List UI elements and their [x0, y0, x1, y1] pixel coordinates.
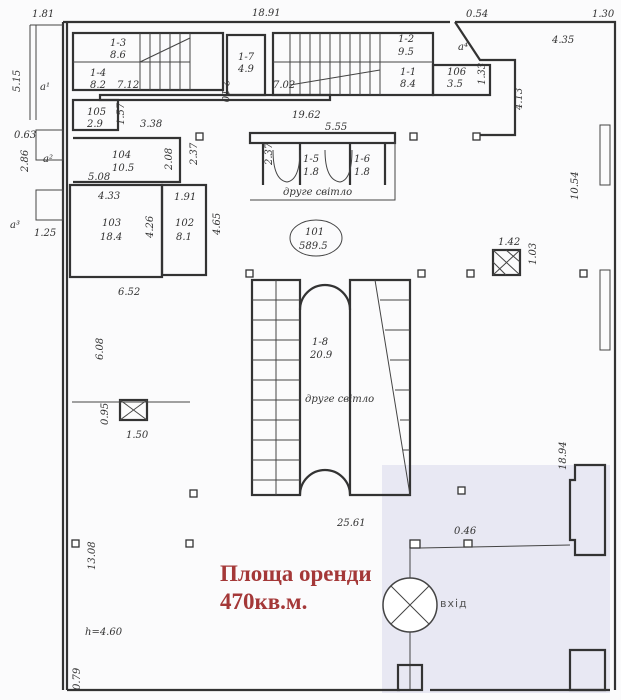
plan-label: 1.33 [477, 63, 488, 85]
plan-label: 0.46 [454, 526, 477, 537]
plan-label: 7.02 [273, 80, 295, 91]
plan-label: 4.35 [551, 35, 574, 46]
plan-label: 6.52 [118, 287, 140, 298]
plan-label: a⁴ [458, 42, 468, 53]
plan-label: 5.55 [325, 122, 347, 133]
plan-label: 4.26 [145, 215, 156, 239]
room-id: 104 [112, 150, 131, 161]
plan-label: 5.08 [88, 172, 110, 183]
plan-label: 7.12 [117, 80, 139, 91]
rental-highlight-area [382, 465, 610, 693]
plan-label: 2.37 [264, 142, 275, 166]
plan-label: 1.42 [498, 237, 520, 248]
plan-label: 4.13 [514, 88, 525, 111]
central-stairs [250, 278, 412, 497]
room-id: 105 [87, 107, 106, 118]
plan-label: 25.61 [336, 518, 366, 529]
room-id: 1-7 [238, 52, 255, 63]
room-id: 101 [305, 227, 324, 238]
plan-label: 1.30 [592, 9, 615, 20]
room-area: 1.8 [354, 167, 370, 178]
plan-label: 0.79 [72, 667, 83, 690]
room-id: 1-1 [400, 67, 416, 78]
room-id: 106 [447, 67, 467, 78]
plan-label: a³ [10, 220, 20, 231]
room-id: 103 [102, 218, 121, 229]
room-area: 8.1 [176, 232, 192, 243]
plan-label: 10.54 [570, 171, 581, 200]
plan-label: 13.08 [87, 541, 98, 570]
right-wall-details [419, 124, 611, 692]
plan-label: 2.10 [219, 79, 230, 103]
entrance-label: вхід [440, 597, 468, 610]
plan-label: 18.91 [252, 8, 281, 19]
room-area: 1.8 [303, 167, 319, 178]
plan-label: 19.62 [292, 110, 321, 121]
room-id: 1-6 [354, 154, 371, 165]
rent-area-value: 470кв.м. [220, 589, 308, 614]
room-area: 18.4 [100, 232, 122, 243]
plan-label: 0.54 [466, 9, 488, 20]
room-area: 20.9 [309, 350, 333, 361]
plan-label: 1.50 [126, 430, 149, 441]
plan-label: 2.37 [189, 142, 200, 166]
plan-label: 18.94 [558, 441, 569, 470]
columns [71, 132, 588, 549]
plan-label: 1.81 [32, 9, 54, 20]
plan-label: 4.33 [97, 191, 120, 202]
room-area: 8.2 [90, 80, 106, 91]
room-area: 2.9 [86, 119, 104, 130]
plan-label: 1.57 [116, 102, 127, 125]
room-id: 1-8 [312, 337, 328, 348]
room-area: 8.6 [110, 50, 127, 61]
plan-label: 1.03 [528, 243, 539, 265]
axis-labels: a¹ a² a³ a⁴ [10, 42, 468, 231]
room-area: 4.9 [237, 64, 255, 75]
room-area: 589.5 [299, 241, 328, 252]
dimension-labels: 1.81 18.91 0.54 1.30 4.35 5.15 2.10 7.12… [12, 8, 615, 690]
plan-label: 1.25 [34, 228, 56, 239]
room-area: 3.5 [447, 79, 463, 90]
plan-label: 6.08 [95, 338, 106, 360]
plan-label: 2.86 [20, 149, 31, 173]
room-area: 8.4 [400, 79, 416, 90]
second-light-label: друге світло [283, 187, 352, 198]
room-id: 1-3 [110, 38, 126, 49]
plan-label: 0.63 [14, 130, 36, 141]
plan-label: a¹ [40, 82, 50, 93]
room-id: 1-2 [398, 34, 414, 45]
plan-label: 1.91 [174, 192, 196, 203]
rent-area-label: Площа оренди [220, 561, 372, 586]
plan-label: 4.65 [212, 213, 223, 236]
plan-label: 5.15 [12, 70, 23, 92]
entrance-door-icon[interactable] [382, 548, 438, 692]
second-light-label: друге світло [305, 394, 374, 405]
room-area: 10.5 [112, 163, 134, 174]
plan-label: h=4.60 [85, 627, 123, 638]
plan-label: 3.38 [140, 119, 162, 130]
room-id: 1-4 [90, 68, 106, 79]
room-labels: 1-38.6 1-48.2 1-74.9 1-29.5 1-18.4 1063.… [86, 34, 467, 405]
top-rooms [68, 21, 517, 279]
plan-label: 2.08 [164, 148, 175, 171]
plan-label: 0.95 [100, 403, 111, 425]
room-id: 102 [175, 218, 194, 229]
plan-label: a² [43, 154, 53, 165]
room-area: 9.5 [398, 47, 414, 58]
room-id: 1-5 [303, 154, 319, 165]
hatched-columns [72, 248, 522, 422]
